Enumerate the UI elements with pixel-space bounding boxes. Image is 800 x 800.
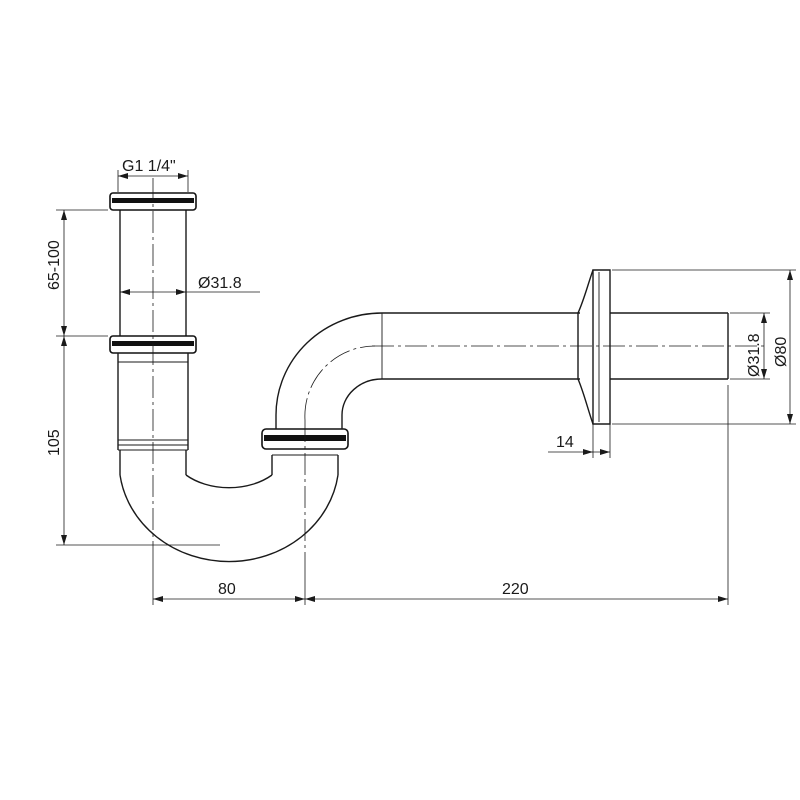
pipe-diameter-label: Ø31.8 <box>198 275 242 292</box>
dimension-flange-thickness: 14 <box>548 424 611 458</box>
dimension-trap-height: 105 <box>46 336 220 546</box>
trap-width-label: 80 <box>218 581 236 598</box>
dimension-flange-diameter: Ø80 <box>612 269 796 425</box>
flange-diameter-label: Ø80 <box>773 337 790 367</box>
center-lines <box>152 178 768 560</box>
trap-height-label: 105 <box>46 429 63 456</box>
dimension-tailpiece-height: 65-100 <box>46 209 108 337</box>
dimension-pipe-diameter: Ø31.8 <box>120 275 260 295</box>
elbow <box>275 312 383 416</box>
u-bend <box>119 474 339 563</box>
dimension-wall-length: 220 <box>305 385 729 605</box>
flange-thickness-label: 14 <box>556 434 574 451</box>
dimension-trap-width: 80 <box>152 545 306 605</box>
wall-length-label: 220 <box>502 581 529 598</box>
outlet-diameter-label: Ø31.8 <box>746 333 763 377</box>
dimension-thread: G1 1/4" <box>117 158 189 192</box>
tailpiece <box>109 192 197 475</box>
dimension-outlet-diameter: Ø31.8 <box>730 312 770 380</box>
wall-flange <box>577 269 611 425</box>
tailpiece-height-label: 65-100 <box>46 240 63 290</box>
thread-label: G1 1/4" <box>122 158 176 175</box>
